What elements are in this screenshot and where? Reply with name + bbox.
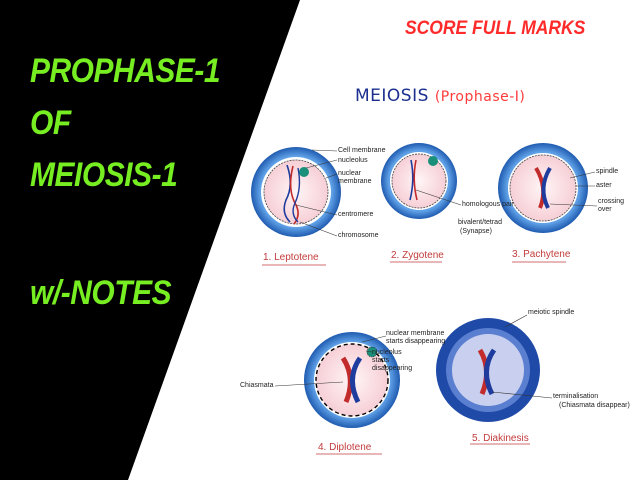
label-synapse: (Synapse) [460, 228, 492, 236]
label-centromere: centromere [338, 211, 373, 219]
label-spindle: spindle [596, 168, 618, 176]
cell-zygotene [381, 143, 461, 262]
label-nucleolus: nucleolus [338, 157, 368, 165]
label-crossing-over: crossing over [598, 198, 628, 214]
label-nuclear-membrane: nuclear membrane [338, 170, 378, 186]
label-nuclear-membrane-disappearing: nuclear membrane starts disappearing [386, 330, 452, 346]
caption-pachytene: 3. Pachytene [512, 249, 570, 260]
label-meiotic-spindle: meiotic spindle [528, 309, 574, 317]
caption-leptotene: 1. Leptotene [263, 252, 319, 263]
caption-zygotene: 2. Zygotene [391, 250, 444, 261]
label-chiasmata-disappear: (Chiasmata disappear) [559, 402, 630, 410]
label-nucleolus-disappearing: nucleolus starts disappearing [372, 349, 420, 373]
caption-diakinesis: 5. Diakinesis [472, 433, 529, 444]
label-chromosome: chromosome [338, 232, 378, 240]
label-cell-membrane: Cell membrane [338, 147, 385, 155]
label-chiasmata: Chiasmata [240, 382, 273, 390]
label-homologous-pair: homologous pair [462, 201, 514, 209]
cell-leptotene [251, 147, 341, 265]
label-terminalisation: terminalisation [553, 393, 598, 401]
label-aster: aster [596, 182, 612, 190]
cell-diakinesis [436, 315, 552, 444]
caption-diplotene: 4. Diplotene [318, 442, 371, 453]
label-bivalent-tetrad: bivalent/tetrad [458, 219, 502, 227]
